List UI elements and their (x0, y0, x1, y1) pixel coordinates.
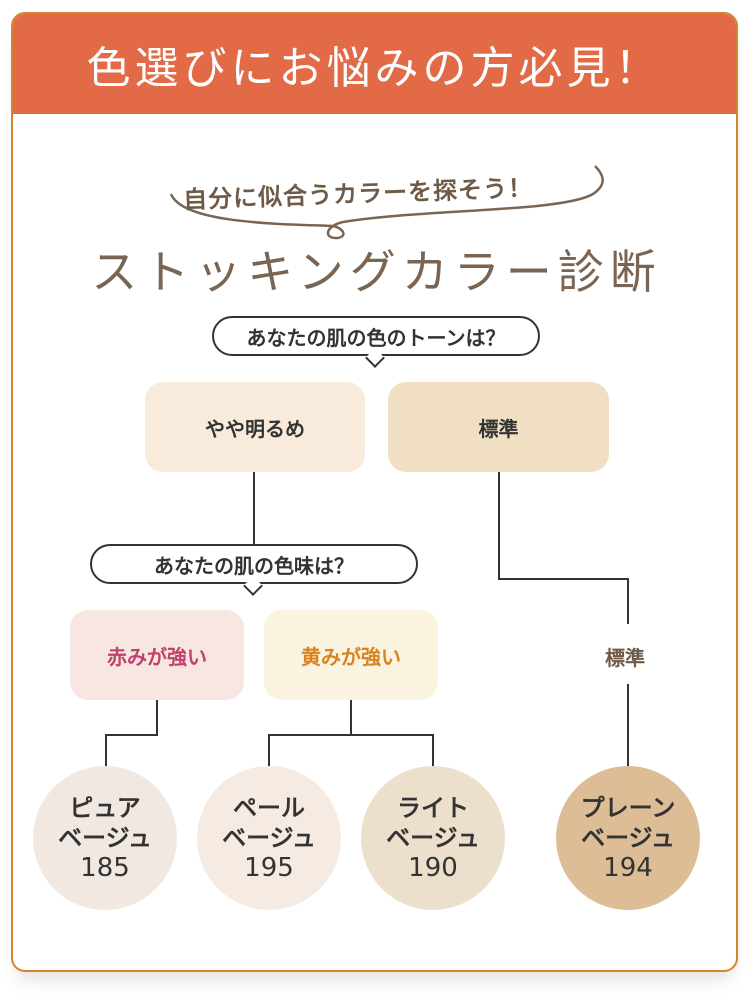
connector-line (627, 684, 629, 768)
option-label: 標準 (478, 416, 519, 441)
result-pure-beige[interactable]: ピュア ベージュ 185 (33, 766, 177, 910)
result-name: ベージュ (58, 824, 152, 852)
standard-label: 標準 (605, 646, 645, 670)
result-number: 195 (244, 853, 294, 883)
option-label: 黄みが強い (301, 644, 401, 669)
diagnosis-card: 色選びにお悩みの方必見！ 自分に似合うカラーを探そう！ ストッキングカラー診断 … (11, 12, 738, 972)
result-name: ペール (233, 794, 305, 822)
swirl-decoration (169, 165, 604, 240)
connector-line (432, 734, 434, 768)
connector-line (498, 578, 629, 580)
result-pale-beige[interactable]: ペール ベージュ 195 (197, 766, 341, 910)
hue-question: あなたの肌の色味は？ (154, 553, 354, 578)
result-name: ベージュ (581, 824, 675, 852)
bubble-tail (365, 348, 385, 368)
connector-line (105, 734, 107, 768)
option-label: 赤みが強い (107, 644, 207, 669)
result-name: ベージュ (222, 824, 316, 852)
connector-line (156, 700, 158, 736)
option-reddish[interactable]: 赤みが強い (70, 610, 244, 700)
connector-line (253, 472, 255, 544)
option-standard-tone[interactable]: 標準 (388, 382, 609, 472)
result-name: ピュア (69, 794, 141, 822)
result-light-beige[interactable]: ライト ベージュ 190 (361, 766, 505, 910)
hue-question-bubble: あなたの肌の色味は？ (90, 544, 418, 596)
connector-line (268, 734, 270, 768)
banner-title: 色選びにお悩みの方必見！ (86, 43, 663, 94)
connector-line (105, 734, 158, 736)
connector-line (350, 700, 352, 736)
option-label: やや明るめ (205, 416, 305, 441)
result-name: ベージュ (386, 824, 480, 852)
page-title: ストッキングカラー診断 (91, 245, 662, 299)
tone-question-bubble: あなたの肌の色のトーンは？ (212, 316, 540, 368)
result-name: プレーン (580, 794, 676, 822)
result-name: ライト (397, 794, 469, 822)
option-slightly-bright[interactable]: やや明るめ (145, 382, 365, 472)
option-yellowish[interactable]: 黄みが強い (264, 610, 438, 700)
connector-line (498, 472, 500, 580)
result-number: 185 (80, 853, 130, 883)
result-number: 194 (603, 853, 653, 883)
connector-line (268, 734, 434, 736)
result-plain-beige[interactable]: プレーン ベージュ 194 (556, 766, 700, 910)
result-number: 190 (408, 853, 458, 883)
connector-line (627, 578, 629, 624)
tone-question: あなたの肌の色のトーンは？ (246, 325, 506, 350)
bubble-tail (243, 576, 263, 596)
banner: 色選びにお悩みの方必見！ (13, 14, 736, 114)
